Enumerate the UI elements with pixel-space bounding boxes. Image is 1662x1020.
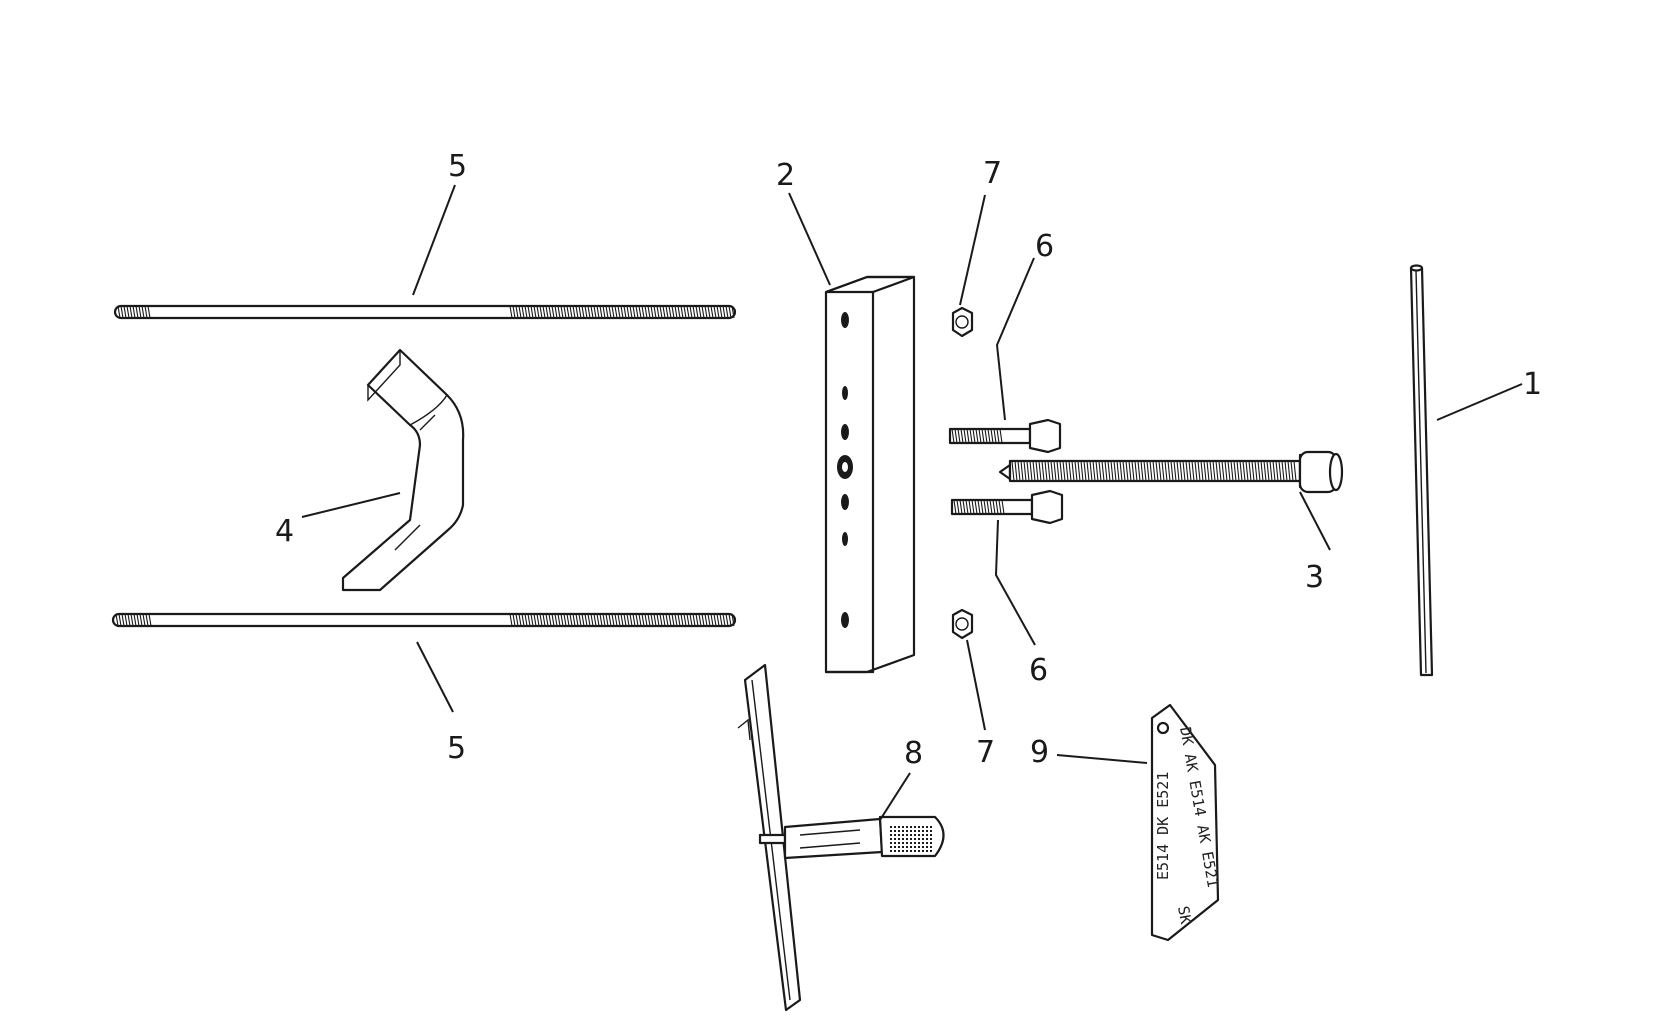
callout-4: 4: [275, 514, 294, 549]
bolt-bottom: [950, 489, 1064, 525]
threaded-rod-bottom: [111, 612, 737, 628]
plain-rod: [1409, 264, 1434, 677]
callout-7-top: 7: [983, 156, 1002, 191]
bolt-top: [948, 418, 1062, 454]
nut-top: [951, 306, 974, 338]
callout-6-bottom: 6: [1029, 653, 1048, 688]
callout-8: 8: [904, 736, 923, 771]
threaded-rod-top: [113, 304, 737, 320]
plate-marking-line2: E514 DK E521: [1154, 772, 1172, 880]
drilled-block: [824, 275, 916, 674]
plate-marking-corner: SK: [1174, 905, 1195, 926]
callout-7-bottom: 7: [976, 735, 995, 770]
nut-bottom: [951, 608, 974, 640]
callout-3: 3: [1305, 560, 1324, 595]
callout-labels: 5 5 2 7 6 6 7 3 1 4 8 9: [275, 149, 1542, 771]
callout-1: 1: [1523, 367, 1542, 402]
callout-5-top: 5: [448, 149, 467, 184]
callout-6-top: 6: [1035, 229, 1054, 264]
callout-9: 9: [1030, 735, 1049, 770]
pin-plate-tool: [737, 663, 945, 1012]
leader-lines: [301, 184, 1523, 821]
marked-template-plate: DK AK E514 AK E521 E514 DK E521 SK: [1150, 703, 1222, 942]
bent-bracket: [341, 348, 465, 592]
long-screw: [998, 450, 1344, 494]
callout-2: 2: [776, 158, 795, 193]
callout-5-bottom: 5: [447, 731, 466, 766]
